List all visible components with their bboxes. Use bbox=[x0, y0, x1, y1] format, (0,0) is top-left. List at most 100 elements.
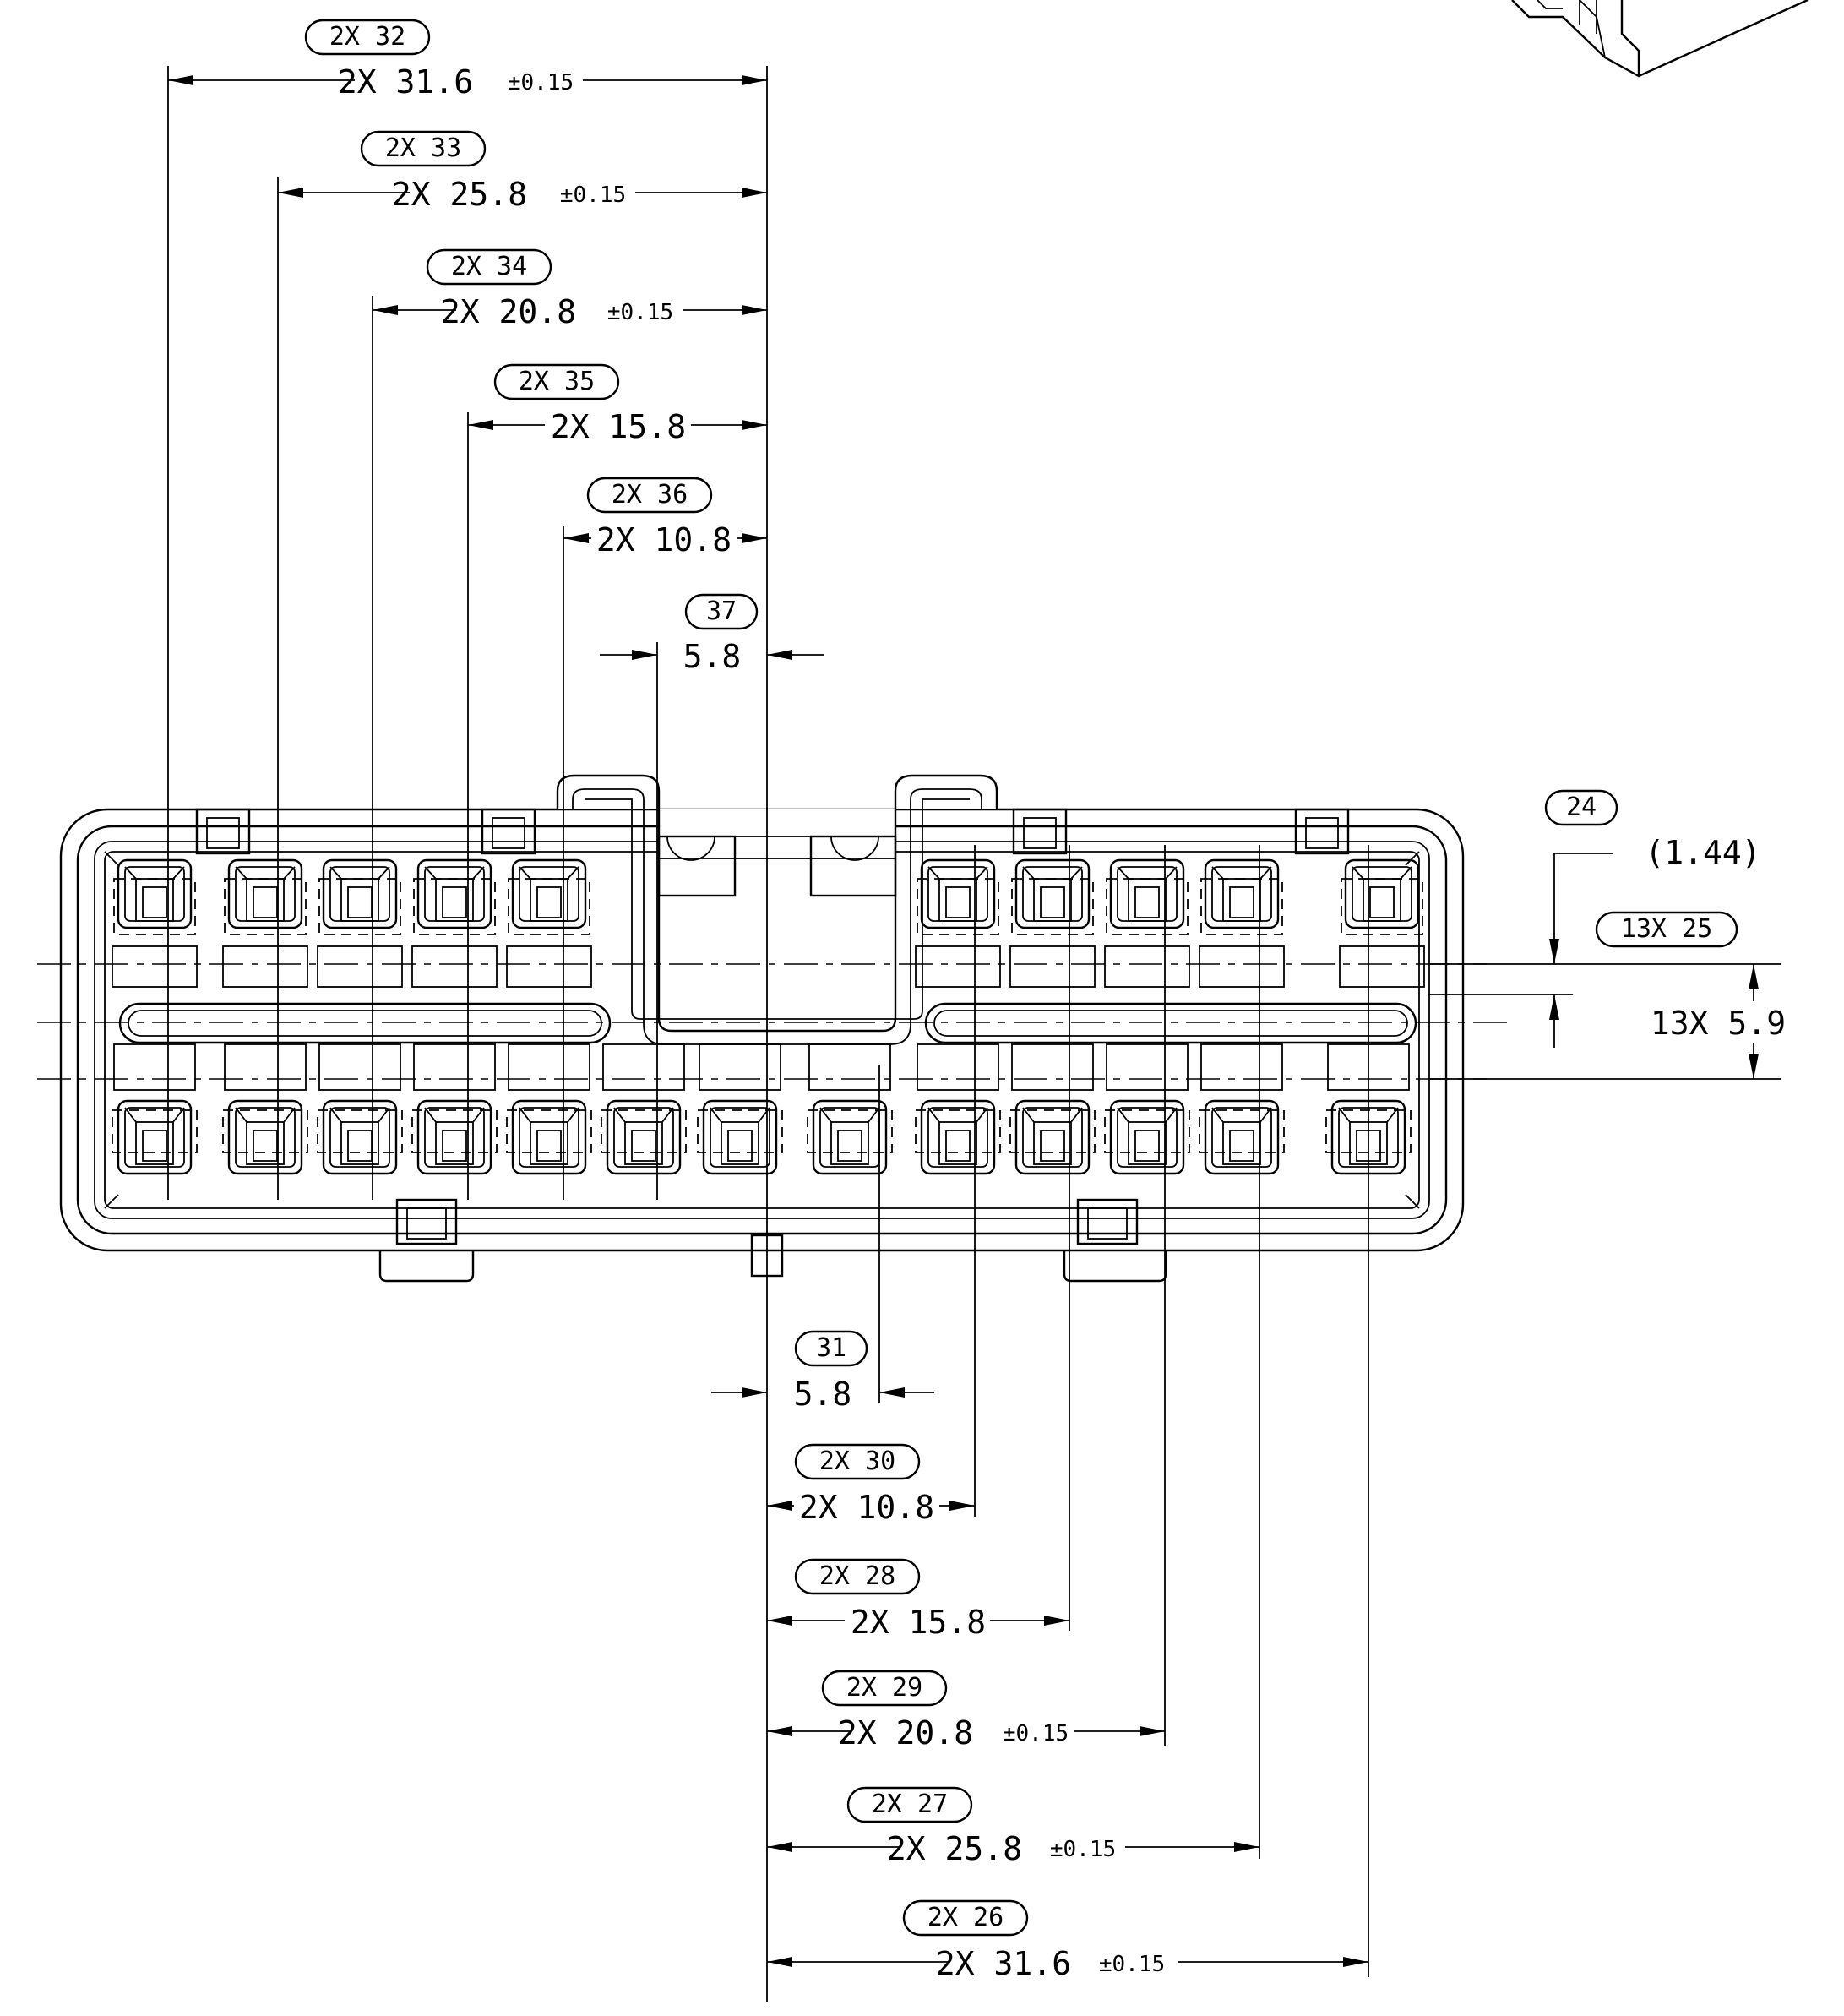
top-row-cavity bbox=[1204, 858, 1280, 929]
balloon-label: 2X 27 bbox=[872, 1790, 948, 1819]
balloon-label: 13X 25 bbox=[1621, 914, 1712, 944]
terminal-pocket bbox=[317, 945, 403, 988]
bottom-row-cavities bbox=[112, 1043, 1412, 1175]
balloon-frame bbox=[360, 130, 487, 167]
dimension-13x-5-9: 13X 25 13X 5.9 bbox=[1595, 911, 1786, 1079]
dimension-5-8-top: 37 5.8 bbox=[600, 593, 824, 675]
cavity-outline-dashed bbox=[601, 1109, 687, 1153]
top-row-cavity bbox=[920, 858, 996, 929]
dimension-value: 2X 31.6 bbox=[338, 63, 473, 101]
terminal-pocket bbox=[224, 1043, 307, 1091]
bottom-row-cavity bbox=[1204, 1099, 1280, 1175]
top-row-cavity bbox=[227, 858, 303, 929]
cavity-outline-dashed bbox=[1104, 1109, 1190, 1153]
dimension-value: 2X 20.8 bbox=[838, 1714, 973, 1752]
dimension-value: 5.8 bbox=[683, 638, 742, 675]
balloon-frame bbox=[684, 593, 759, 630]
dimension-1-44: 24 (1.44) bbox=[1544, 789, 1761, 1048]
dimension-2x-20-8: 2X 34 2X 20.8 ±0.15 bbox=[373, 248, 767, 330]
cavity-outline-dashed bbox=[1106, 878, 1189, 935]
balloon-label: 2X 28 bbox=[819, 1561, 895, 1591]
cavity-outline-dashed bbox=[411, 1109, 498, 1153]
dimension-value: 2X 20.8 bbox=[441, 293, 576, 330]
cavity-outline-dashed bbox=[1009, 1109, 1096, 1153]
terminal-pocket bbox=[808, 1043, 891, 1091]
balloon-label: 2X 34 bbox=[451, 252, 527, 281]
balloon-frame bbox=[794, 1558, 921, 1595]
connector-body bbox=[59, 774, 1465, 1283]
bottom-row-cavity bbox=[920, 1099, 996, 1175]
terminal-pocket bbox=[1200, 1043, 1283, 1091]
top-row-cavity bbox=[1344, 858, 1420, 929]
dimension-2x-31-6-bottom: 2X 26 2X 31.6 ±0.15 bbox=[767, 1899, 1368, 1982]
dimension-5-8-bottom: 31 5.8 bbox=[711, 1330, 934, 1413]
cavity-outline-dashed bbox=[917, 878, 999, 935]
cavity-outline-dashed bbox=[413, 878, 496, 935]
cavity-outline-dashed bbox=[113, 878, 196, 935]
cavity-outline-dashed bbox=[915, 1109, 1001, 1153]
cavity-outline-dashed bbox=[508, 878, 590, 935]
balloon-label: 2X 33 bbox=[385, 133, 461, 163]
top-row-cavity bbox=[322, 858, 398, 929]
cavity-outline-dashed bbox=[222, 1109, 308, 1153]
terminal-pocket bbox=[506, 945, 592, 988]
balloon-frame bbox=[794, 1330, 868, 1367]
balloon-label: 2X 30 bbox=[819, 1447, 895, 1476]
balloon-frame bbox=[846, 1786, 973, 1823]
cavity-outline-dashed bbox=[1011, 878, 1094, 935]
dimension-2x-20-8-bottom: 2X 29 2X 20.8 ±0.15 bbox=[767, 1670, 1165, 1752]
cavity-outline-dashed bbox=[317, 1109, 403, 1153]
terminal-pocket bbox=[508, 1043, 590, 1091]
balloon-frame bbox=[1544, 789, 1618, 826]
dimension-value: 5.8 bbox=[794, 1376, 852, 1413]
dimension-tolerance: ±0.15 bbox=[508, 70, 574, 95]
balloon-frame bbox=[493, 363, 620, 400]
bottom-row-cavity bbox=[322, 1099, 398, 1175]
bottom-row-cavity bbox=[1014, 1099, 1091, 1175]
balloon-label: 37 bbox=[706, 597, 737, 626]
bottom-row-cavity bbox=[511, 1099, 587, 1175]
balloon-label: 2X 36 bbox=[612, 480, 688, 509]
cavity-outline-dashed bbox=[112, 1109, 198, 1153]
top-row-cavities bbox=[112, 858, 1425, 988]
terminal-pocket bbox=[602, 1043, 685, 1091]
right-dimensions: 24 (1.44) 13X 25 13X 5.9 bbox=[1544, 789, 1786, 1079]
dimension-value: 2X 25.8 bbox=[887, 1830, 1022, 1867]
dimension-tolerance: ±0.15 bbox=[1003, 1721, 1069, 1746]
top-row-cavity bbox=[511, 858, 587, 929]
balloon-label: 2X 35 bbox=[519, 367, 595, 396]
bottom-row-cavity bbox=[606, 1099, 682, 1175]
terminal-pocket bbox=[1106, 1043, 1189, 1091]
dimension-2x-15-8-bottom: 2X 28 2X 15.8 bbox=[767, 1558, 1069, 1641]
balloon-frame bbox=[1595, 911, 1738, 948]
terminal-pocket bbox=[1011, 1043, 1094, 1091]
cavity-outline-dashed bbox=[224, 878, 307, 935]
bottom-row-cavity bbox=[117, 1099, 193, 1175]
cavity-outline-dashed bbox=[318, 878, 401, 935]
cavity-outline-dashed bbox=[1200, 878, 1283, 935]
dimension-2x-15-8: 2X 35 2X 15.8 bbox=[468, 363, 767, 445]
balloon-label: 2X 29 bbox=[846, 1673, 922, 1703]
top-row-cavity bbox=[416, 858, 492, 929]
bottom-row-cavity bbox=[812, 1099, 888, 1175]
terminal-pocket bbox=[1009, 945, 1096, 988]
dimension-tolerance: ±0.15 bbox=[560, 183, 626, 208]
dimension-tolerance: ±0.15 bbox=[607, 300, 673, 325]
top-dimensions: 2X 32 2X 31.6 ±0.15 2X 33 2X 25.8 ±0.15 … bbox=[168, 19, 824, 675]
dimension-value: 2X 25.8 bbox=[392, 176, 527, 213]
terminal-pocket bbox=[699, 1043, 781, 1091]
terminal-pocket bbox=[112, 945, 198, 988]
balloon-label: 2X 26 bbox=[927, 1903, 1004, 1932]
dimension-value: 13X 5.9 bbox=[1651, 1005, 1786, 1042]
balloon-label: 2X 32 bbox=[329, 22, 405, 52]
terminal-pocket bbox=[1199, 945, 1285, 988]
dimension-2x-25-8-bottom: 2X 27 2X 25.8 ±0.15 bbox=[767, 1786, 1259, 1867]
balloon-frame bbox=[426, 248, 552, 286]
terminal-pocket bbox=[915, 945, 1001, 988]
bottom-row-cavity bbox=[416, 1099, 492, 1175]
top-row-cavity bbox=[1014, 858, 1091, 929]
isometric-view-fragment bbox=[1511, 0, 1809, 78]
dimension-2x-10-8: 2X 36 2X 10.8 bbox=[563, 477, 767, 558]
terminal-pocket bbox=[917, 1043, 999, 1091]
dimension-value: 2X 15.8 bbox=[551, 408, 686, 445]
